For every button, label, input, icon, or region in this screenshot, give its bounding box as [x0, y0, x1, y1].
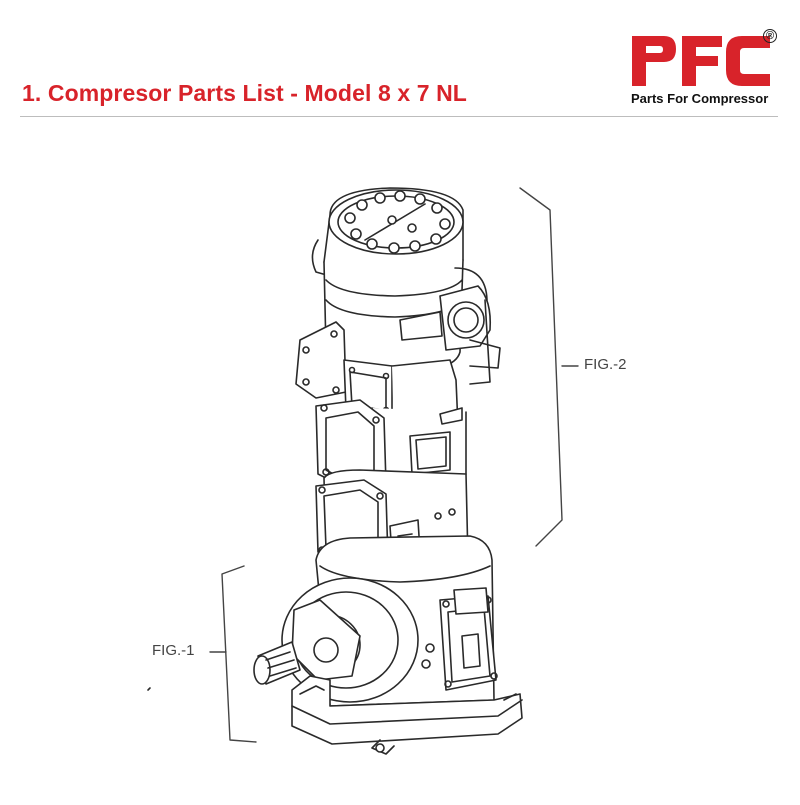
registered-mark: ®: [762, 28, 778, 44]
callout-fig-1: FIG.-1: [152, 642, 195, 659]
fig2-bracket: [519, 187, 579, 547]
fig1-bracket: [209, 565, 257, 743]
cylinder-head: [311, 187, 464, 283]
logo-tagline: Parts For Compressor: [631, 91, 769, 106]
upper-cylinder: [323, 259, 501, 385]
compressor-diagram: FIG.-2 FIG.-1: [0, 130, 800, 800]
callout-fig-2: FIG.-2: [584, 356, 627, 373]
compressor-drawing: [147, 187, 579, 755]
base-plate: [147, 675, 523, 755]
page-title: 1. Compresor Parts List - Model 8 x 7 NL: [22, 80, 467, 106]
pfc-logo: ® Parts For Compressor: [626, 28, 786, 110]
crankcase: [253, 535, 498, 707]
header-divider: [20, 116, 778, 117]
pfc-logo-mark: [632, 36, 770, 86]
